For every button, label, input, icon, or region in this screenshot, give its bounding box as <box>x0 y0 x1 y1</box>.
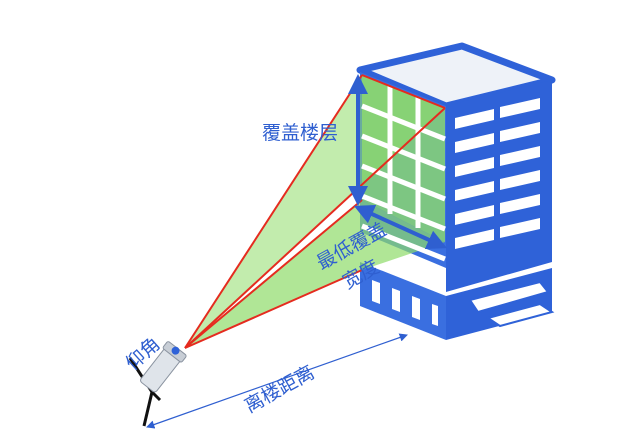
tripod-leg-right <box>150 390 162 402</box>
camera-on-tripod <box>128 341 187 427</box>
building-base-left <box>360 262 446 340</box>
camera-body <box>140 341 187 393</box>
label-coverage-floors: 覆盖楼层 <box>262 122 339 144</box>
building-base-windows <box>372 280 438 326</box>
coverage-width-arrow <box>353 205 448 249</box>
building-distance-arrow <box>146 333 408 429</box>
building-right-windows <box>455 98 540 249</box>
building-steps <box>485 302 555 328</box>
building-canopy <box>468 280 550 314</box>
tripod-leg-front <box>142 391 154 427</box>
building-right-face <box>446 80 552 292</box>
camera-lens-icon <box>171 346 180 355</box>
